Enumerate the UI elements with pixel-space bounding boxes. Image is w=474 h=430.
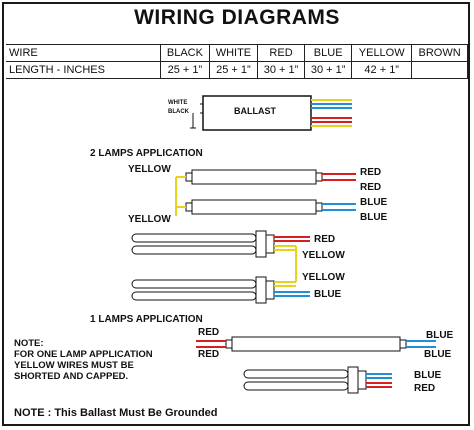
- ballast-white-label: WHITE: [168, 100, 188, 106]
- yellow-label: YELLOW: [302, 250, 345, 261]
- diagram-frame: [2, 2, 470, 426]
- table-cell: BROWN: [411, 44, 468, 62]
- blue-label: BLUE: [424, 349, 452, 360]
- table-row-header: LENGTH - INCHES: [6, 61, 161, 79]
- yellow-label: YELLOW: [128, 214, 171, 225]
- note-line: FOR ONE LAMP APPLICATION: [14, 349, 153, 360]
- note-line: YELLOW WIRES MUST BE: [14, 360, 134, 371]
- ballast-box: [202, 95, 312, 131]
- note-line: SHORTED AND CAPPED.: [14, 371, 129, 382]
- red-label: RED: [314, 234, 336, 245]
- table-cell: 30 + 1”: [304, 61, 353, 79]
- blue-label: BLUE: [414, 370, 442, 381]
- ballast-label: BALLAST: [234, 106, 276, 116]
- red-label: RED: [414, 383, 436, 394]
- table-cell: 25 + 1”: [160, 61, 210, 79]
- ballast-black-label: BLACK: [168, 109, 189, 115]
- note-block: NOTE: FOR ONE LAMP APPLICATION YELLOW WI…: [14, 338, 153, 382]
- blue-label: BLUE: [314, 289, 342, 300]
- table-row: WIRE BLACK WHITE RED BLUE YELLOW BROWN: [6, 44, 468, 62]
- table-cell: 42 + 1”: [351, 61, 413, 79]
- blue-label: BLUE: [360, 212, 388, 223]
- tube-single: [231, 336, 401, 352]
- table-cell: [411, 61, 468, 79]
- red-label: RED: [198, 349, 220, 360]
- footer-note: NOTE : This Ballast Must Be Grounded: [14, 407, 218, 419]
- red-label: RED: [198, 327, 220, 338]
- table-cell: BLUE: [304, 44, 353, 62]
- yellow-label: YELLOW: [302, 272, 345, 283]
- note-line: NOTE:: [14, 338, 44, 349]
- wire-length-table: WIRE BLACK WHITE RED BLUE YELLOW BROWN L…: [6, 44, 468, 79]
- diagram-title: WIRING DIAGRAMS: [134, 6, 340, 29]
- table-row: LENGTH - INCHES 25 + 1” 25 + 1” 30 + 1” …: [6, 61, 468, 79]
- tube-2: [191, 199, 317, 215]
- one-lamp-heading: 1 LAMPS APPLICATION: [90, 314, 203, 325]
- yellow-label: YELLOW: [128, 164, 171, 175]
- two-lamp-heading: 2 LAMPS APPLICATION: [90, 148, 203, 159]
- red-label: RED: [360, 167, 382, 178]
- table-cell: 25 + 1”: [208, 61, 258, 79]
- blue-label: BLUE: [426, 330, 454, 341]
- table-cell: BLACK: [160, 44, 210, 62]
- red-label: RED: [360, 182, 382, 193]
- tube-1: [191, 169, 317, 185]
- blue-label: BLUE: [360, 197, 388, 208]
